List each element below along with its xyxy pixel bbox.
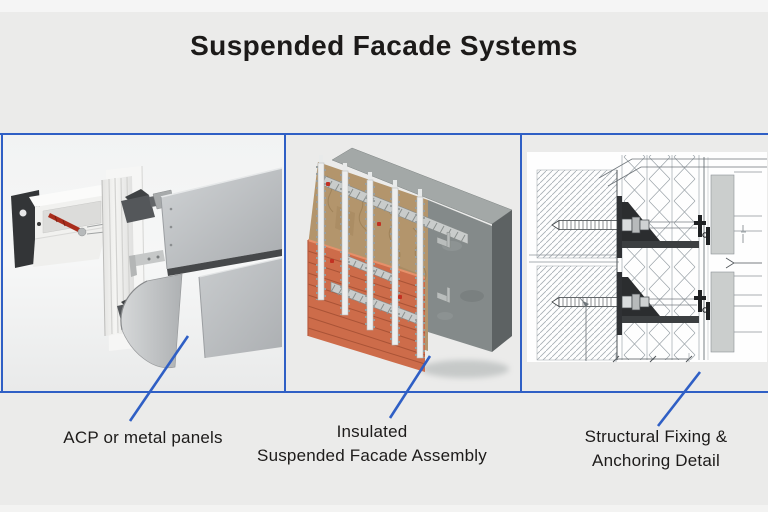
frame-divider-2 (520, 133, 522, 393)
caption-acp-line1: ACP or metal panels (63, 428, 223, 447)
panel-fasteners (694, 215, 710, 320)
metal-panel-bottom (198, 257, 283, 359)
metal-panel-top (160, 167, 283, 270)
anchor-bolt-lower (551, 293, 697, 311)
white-channel-bracket (29, 185, 108, 267)
mid-angle-bracket (129, 250, 165, 277)
vertical-rails (316, 155, 425, 359)
bottom-sheen (0, 505, 768, 512)
caption-assembly-line2: Suspended Facade Assembly (257, 446, 487, 465)
annotation-lines (579, 158, 767, 361)
anchor-bolt-upper (551, 216, 697, 234)
frame-bottom-line (0, 391, 768, 393)
acp-panel-photo (3, 135, 284, 391)
caption-acp: ACP or metal panels (33, 426, 253, 450)
dimension-line (612, 353, 693, 363)
insulated-assembly-render (287, 136, 520, 390)
concrete-wall (331, 147, 513, 352)
ground-shadow (421, 360, 509, 378)
frame-top-line (0, 133, 768, 135)
panel-joint-gap (167, 249, 282, 276)
caption-detail-line2: Anchoring Detail (592, 451, 720, 470)
caption-assembly-line1: Insulated (336, 422, 408, 441)
red-anchor-bolt (47, 212, 87, 237)
caption-detail: Structural Fixing & Anchoring Detail (536, 425, 768, 473)
caption-assembly: Insulated Suspended Facade Assembly (242, 420, 502, 468)
concrete-wall-section (529, 169, 619, 361)
red-fixing-anchors (326, 182, 402, 299)
cladding-panels-section (703, 157, 735, 360)
frame-divider-1 (284, 133, 286, 393)
anchoring-detail-drawing (522, 135, 768, 391)
caption-detail-line1: Structural Fixing & (584, 427, 728, 446)
top-sheen (0, 0, 768, 12)
wall-angle-brackets (436, 231, 451, 304)
frame-left-line (1, 133, 3, 393)
insulation-section (621, 155, 700, 360)
page-title: Suspended Facade Systems (190, 30, 578, 61)
